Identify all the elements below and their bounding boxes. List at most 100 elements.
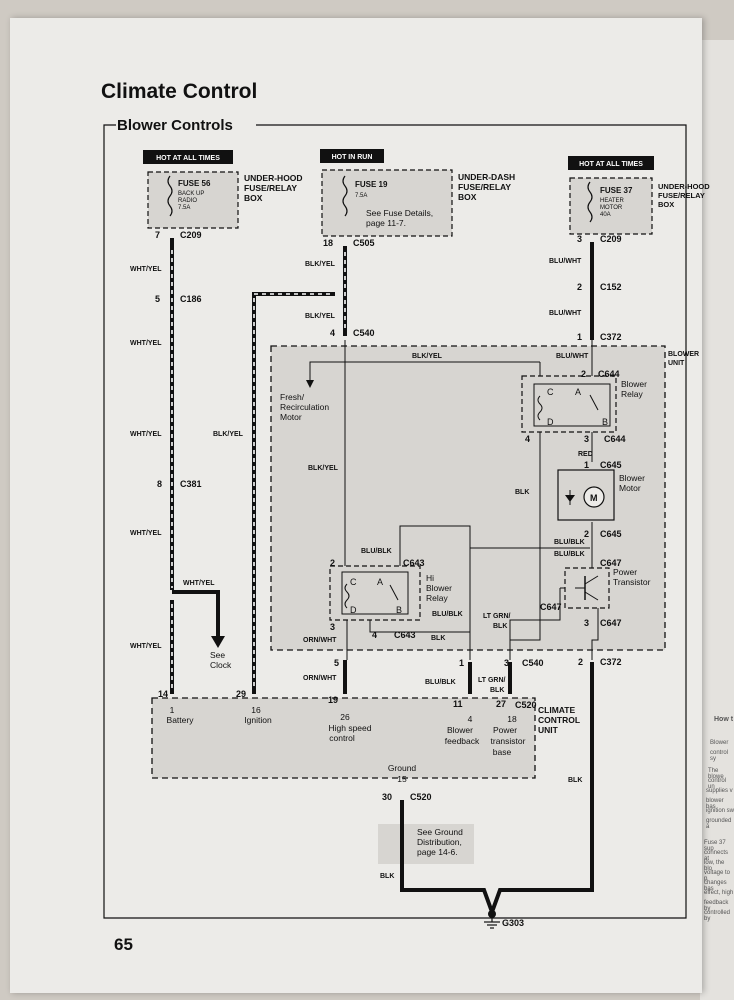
under-hood-box-label: UNDER-HOOD (658, 182, 710, 191)
relay-coil (537, 395, 543, 421)
relay-terminal-c: C (547, 387, 554, 397)
wire-color-label: BLU/BLK (361, 548, 392, 555)
power-transistor-label: Transistor (613, 577, 651, 587)
power-transistor-label: Power (613, 567, 637, 577)
blower-unit-label: BLOWER (668, 351, 699, 358)
wire-color-label: BLK (515, 489, 529, 496)
under-hood-box-label: FUSE/RELAY (244, 183, 297, 193)
fresh-motor-arrow (306, 380, 314, 388)
see-clock-label: See (210, 650, 225, 660)
wire-color-label: BLK (568, 777, 582, 784)
wire-color-label: BLK/YEL (308, 465, 339, 472)
relay-terminal-c: C (350, 577, 357, 587)
fuse-37-text: 40A (600, 212, 611, 218)
wire-color-label: BLK/YEL (213, 431, 244, 438)
ccu-pin-label: Ground (388, 763, 417, 773)
wire-color-label: BLU/WHT (549, 310, 582, 317)
wire-color-label: BLK (380, 873, 394, 880)
wire-color-label: WHT/YEL (130, 266, 162, 273)
hot-in-run-label: HOT IN RUN (332, 154, 373, 161)
connector-label: C505 (353, 238, 375, 248)
connector-label: C643 (394, 630, 416, 640)
wire-color-label: BLU/BLK (554, 551, 585, 558)
section-title: Blower Controls (117, 117, 233, 134)
hot-at-all-times-label: HOT AT ALL TIMES (579, 161, 643, 168)
pin-number: 2 (581, 369, 586, 379)
under-hood-box-label: BOX (244, 193, 263, 203)
pin-number: 4 (330, 328, 335, 338)
wire-color-label: WHT/YEL (130, 530, 162, 537)
ccu-pin-number: 1 (170, 705, 175, 715)
facing-page-text: connects at (704, 850, 729, 862)
connector-label: C647 (600, 618, 622, 628)
fuse-details-note: See Fuse Details, (366, 208, 433, 218)
transistor-symbol (584, 575, 599, 585)
pin-number: 3 (330, 622, 335, 632)
ccu-pin-number: 18 (507, 714, 517, 724)
motor-m: M (590, 493, 598, 503)
wire-color-label: BLU/BLK (432, 611, 463, 618)
wire-color-label: BLU/WHT (549, 258, 582, 265)
facing-page-text: voltage to p (704, 870, 731, 882)
pin-number: 2 (584, 529, 589, 539)
pin-number: 4 (372, 630, 377, 640)
facing-page-text: Blower (710, 740, 729, 746)
fresh-recirc-motor-label: Fresh/ (280, 392, 305, 402)
facing-page-text: control un (708, 778, 727, 790)
pin-number: 3 (584, 618, 589, 628)
connector-label: C520 (410, 792, 432, 802)
fuse-56-symbol (167, 175, 173, 217)
section-frame (103, 124, 687, 919)
fuse-37-symbol (587, 181, 593, 223)
connector-label: C209 (180, 230, 202, 240)
pin-number: 3 (504, 658, 509, 668)
connector-label: C540 (353, 328, 375, 338)
wire-color-label: BLU/WHT (556, 353, 589, 360)
wire-color-label: BLU/BLK (554, 539, 585, 546)
g303-label: G303 (502, 918, 524, 928)
fuse-19-symbol (342, 175, 348, 217)
pin-number: 5 (155, 294, 160, 304)
ccu-label: UNIT (538, 725, 559, 735)
connector-label: C381 (180, 479, 202, 489)
wire-stripes (171, 250, 346, 690)
connector-label: C152 (600, 282, 622, 292)
ccu-pin-number: 15 (397, 774, 407, 784)
hot-label-bg (320, 149, 384, 163)
relay-terminal-a: A (377, 577, 383, 587)
fuse-56-box (147, 171, 239, 229)
ccu-pin-label: Battery (167, 715, 195, 725)
connector-label: C645 (600, 529, 622, 539)
under-dash-box-label: FUSE/RELAY (458, 182, 511, 192)
transistor-symbol (584, 591, 599, 601)
wire-color-label: LT GRN/ (483, 613, 511, 620)
facing-page-text: blower bas (706, 798, 724, 810)
pin-number: 4 (525, 434, 530, 444)
fuse-19-text: 7.5A (355, 193, 367, 199)
fuse-56-text: 7.5A (178, 205, 190, 211)
relay-terminal-b: B (602, 417, 608, 427)
connector-label: C647 (540, 602, 562, 612)
facing-page-text: Fuse 37 sup (704, 840, 726, 852)
under-hood-box-label: FUSE/RELAY (658, 191, 705, 200)
wire-color-label: LT GRN/ (478, 677, 506, 684)
pin-number: 18 (323, 238, 333, 248)
hi-blower-relay-inner (341, 571, 409, 615)
connector-label: C644 (604, 434, 626, 444)
ccu-pin-label: Blower (447, 725, 473, 735)
pin-number: 1 (584, 460, 589, 470)
fuse-37-text: HEATER (600, 198, 625, 204)
fuse-details-note: page 11-7. (366, 218, 406, 228)
blower-motor-label: Motor (619, 483, 641, 493)
connector-label: C540 (522, 658, 544, 668)
fresh-recirc-motor-label: Motor (280, 412, 302, 422)
ccu-pin-labels: 1 Battery 16 Ignition 26 High speed cont… (167, 705, 526, 784)
diode-symbol (565, 495, 575, 502)
wire-color-label: WHT/YEL (130, 340, 162, 347)
relay-terminal-b: B (396, 605, 402, 615)
clock-arrow (211, 636, 225, 648)
fuse-37-name: FUSE 37 (600, 186, 633, 195)
facing-page-text: control sy (710, 750, 729, 762)
fuse-56-text: RADIO (178, 198, 197, 204)
connector-label: C520 (515, 700, 537, 710)
